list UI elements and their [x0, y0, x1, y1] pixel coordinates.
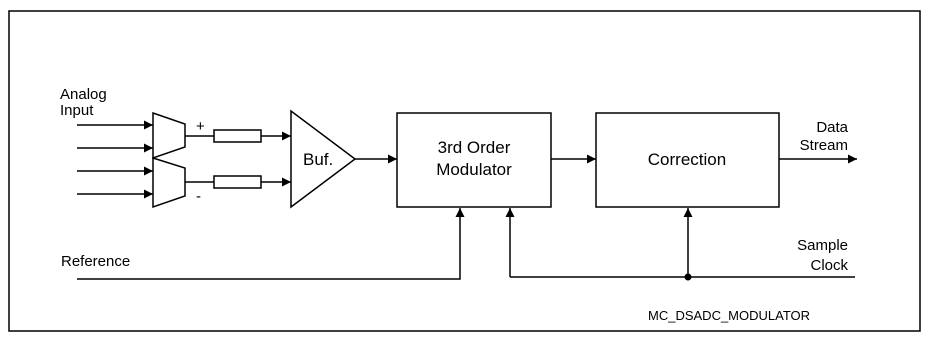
modulator-label-line1: 3rd Order	[438, 138, 511, 157]
sample-clock-label-line1: Sample	[797, 237, 848, 254]
diagram-caption: MC_DSADC_MODULATOR	[648, 308, 810, 323]
correction-block	[595, 112, 780, 208]
analog-input-label-line2: Input	[60, 102, 94, 119]
modulator-label-line2: Modulator	[436, 160, 512, 179]
modulator-block	[396, 112, 552, 208]
diagram-frame	[8, 10, 921, 332]
clock-junction-dot	[684, 273, 692, 281]
correction-label: Correction	[648, 150, 726, 169]
buffer-label: Buf.	[303, 150, 333, 169]
reference-label: Reference	[61, 253, 130, 270]
mux-upper	[152, 111, 186, 160]
buffer-triangle	[290, 109, 357, 209]
data-stream-label-line1: Data	[816, 119, 848, 136]
plus-sign: +	[196, 118, 205, 135]
data-stream-label-line2: Stream	[800, 137, 848, 154]
mux-lower	[152, 156, 186, 209]
lower-resistor	[213, 175, 262, 189]
reference-line	[77, 208, 465, 280]
analog-input-label-line1: Analog	[60, 86, 107, 103]
sample-clock-label-line2: Clock	[810, 257, 848, 274]
upper-resistor	[213, 129, 262, 143]
minus-sign: -	[196, 188, 201, 205]
